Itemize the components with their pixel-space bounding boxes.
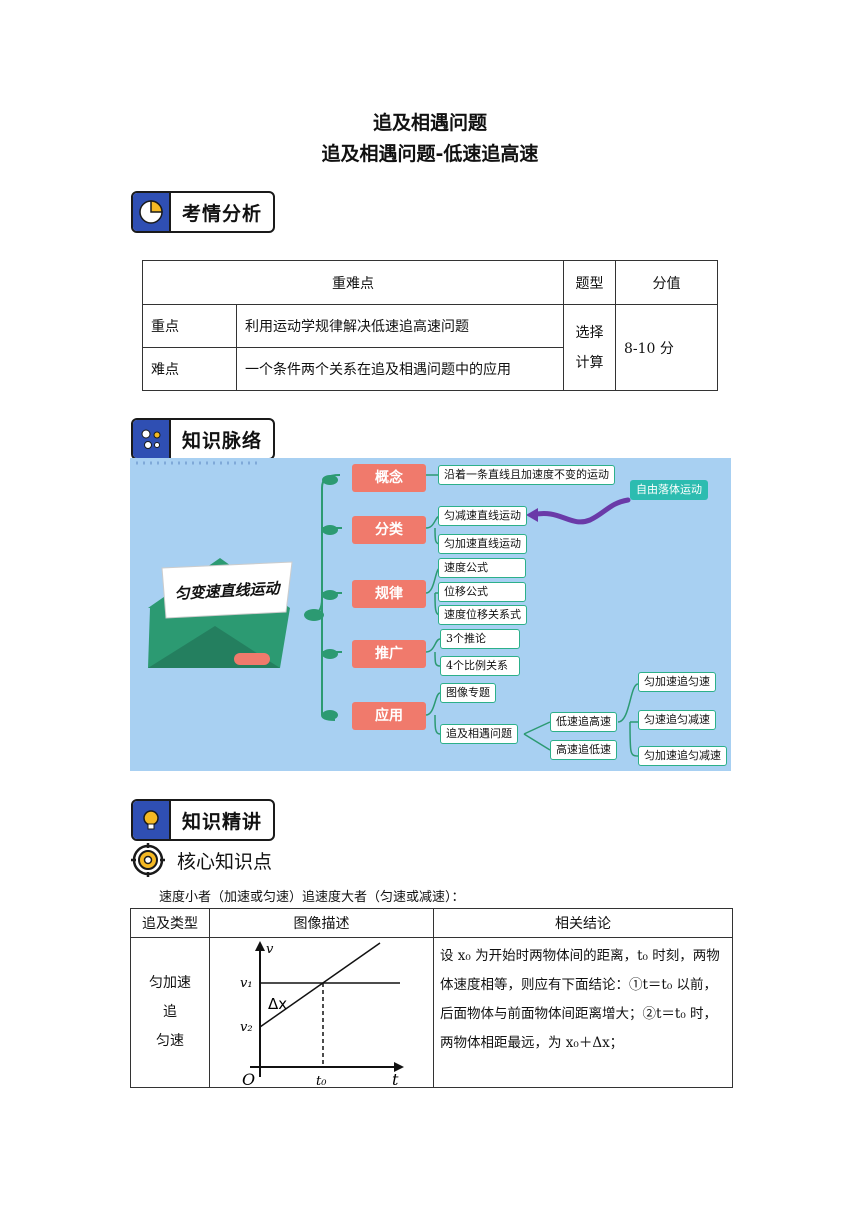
leaf-concept: 沿着一条直线且加速度不变的运动 <box>438 465 615 485</box>
v1-label: v₁ <box>240 976 253 991</box>
node-concept: 概念 <box>352 464 426 492</box>
doc-subtitle: 追及相遇问题-低速追高速 <box>321 143 539 165</box>
leaf-app-1: 图像专题 <box>440 683 496 703</box>
graph-cell: v t O v₁ v₂ Δx t₀ <box>209 937 434 1088</box>
row-content: 利用运动学规律解决低速追高速问题 <box>236 304 564 348</box>
score-cell: 8-10 分 <box>615 304 718 391</box>
section-badge-knowledge-map: 知识脉络 <box>131 418 275 460</box>
leaf-law-3: 速度位移关系式 <box>438 605 527 625</box>
node-classification: 分类 <box>352 516 426 544</box>
leaf-chase-1: 低速追高速 <box>550 712 617 732</box>
question-type-cell: 选择 计算 <box>563 304 616 391</box>
leaf-law-2: 位移公式 <box>438 582 526 602</box>
mind-map-branches <box>136 461 639 757</box>
section-label: 考情分析 <box>181 202 262 225</box>
type-line: 追 <box>163 1004 177 1020</box>
analysis-table: 重难点 题型 分值 重点 利用运动学规律解决低速追高速问题 选择 计算 8-10… <box>142 260 718 391</box>
section-label: 知识精讲 <box>181 810 262 833</box>
node-application: 应用 <box>352 702 426 730</box>
velocity-time-graph: v t O v₁ v₂ Δx t₀ <box>240 940 404 1087</box>
node-extension: 推广 <box>352 640 426 668</box>
header-graph: 图像描述 <box>209 908 434 938</box>
header-type: 追及类型 <box>130 908 210 938</box>
row-label: 难点 <box>142 347 237 391</box>
intro-text: 速度小者（加速或匀速）追速度大者（匀速或减速）： <box>159 890 465 905</box>
origin-label: O <box>242 1070 255 1087</box>
type-line: 匀速 <box>156 1033 184 1049</box>
v2-label: v₂ <box>240 1020 253 1035</box>
header-key-points: 重难点 <box>142 260 564 305</box>
mind-map: 匀变速直线运动 概念 分类 规律 推广 应用 沿着一条直线且加速度不变的运动 自… <box>130 458 731 771</box>
section-label: 知识脉络 <box>181 429 262 452</box>
chase-table: 追及类型 图像描述 相关结论 匀加速 追 匀速 v t O v₁ v₂ <box>130 908 733 1088</box>
row-content: 一个条件两个关系在追及相遇问题中的应用 <box>236 347 564 391</box>
row-label: 重点 <box>142 304 237 348</box>
target-icon <box>131 843 165 877</box>
leaf-free-fall: 自由落体运动 <box>630 480 708 500</box>
t0-label: t₀ <box>316 1074 327 1087</box>
leaf-class-2: 匀加速直线运动 <box>438 534 527 554</box>
leaf-ext-1: 3个推论 <box>440 629 520 649</box>
leaf-sub-1: 匀加速追匀速 <box>638 672 716 692</box>
t-axis-label: t <box>392 1070 399 1087</box>
v-axis-label: v <box>266 942 274 957</box>
leaf-app-2: 追及相遇问题 <box>440 724 518 744</box>
header-question-type: 题型 <box>563 260 616 305</box>
header-conclusion: 相关结论 <box>433 908 733 938</box>
core-heading: 核心知识点 <box>177 851 273 873</box>
question-type-1: 选择 <box>575 324 604 341</box>
type-cell: 匀加速 追 匀速 <box>130 937 210 1088</box>
doc-title: 追及相遇问题 <box>372 112 487 134</box>
section-badge-lecture: 知识精讲 <box>131 799 275 841</box>
leaf-sub-3: 匀加速追匀减速 <box>638 746 727 766</box>
question-type-2: 计算 <box>575 354 604 371</box>
lightbulb-icon <box>133 801 171 839</box>
type-line: 匀加速 <box>149 975 191 991</box>
network-icon <box>133 420 171 458</box>
conclusion-cell: 设 x₀ 为开始时两物体间的距离，t₀ 时刻，两物体速度相等，则应有下面结论：①… <box>433 937 733 1088</box>
pie-chart-icon <box>133 193 171 231</box>
delta-x-label: Δx <box>268 995 287 1013</box>
leaf-ext-2: 4个比例关系 <box>440 656 520 676</box>
header-score: 分值 <box>615 260 718 305</box>
leaf-class-1: 匀减速直线运动 <box>438 506 527 526</box>
leaf-law-1: 速度公式 <box>438 558 526 578</box>
leaf-sub-2: 匀速追匀减速 <box>638 710 716 730</box>
node-law: 规律 <box>352 580 426 608</box>
leaf-chase-2: 高速追低速 <box>550 740 617 760</box>
section-badge-analysis: 考情分析 <box>131 191 275 233</box>
